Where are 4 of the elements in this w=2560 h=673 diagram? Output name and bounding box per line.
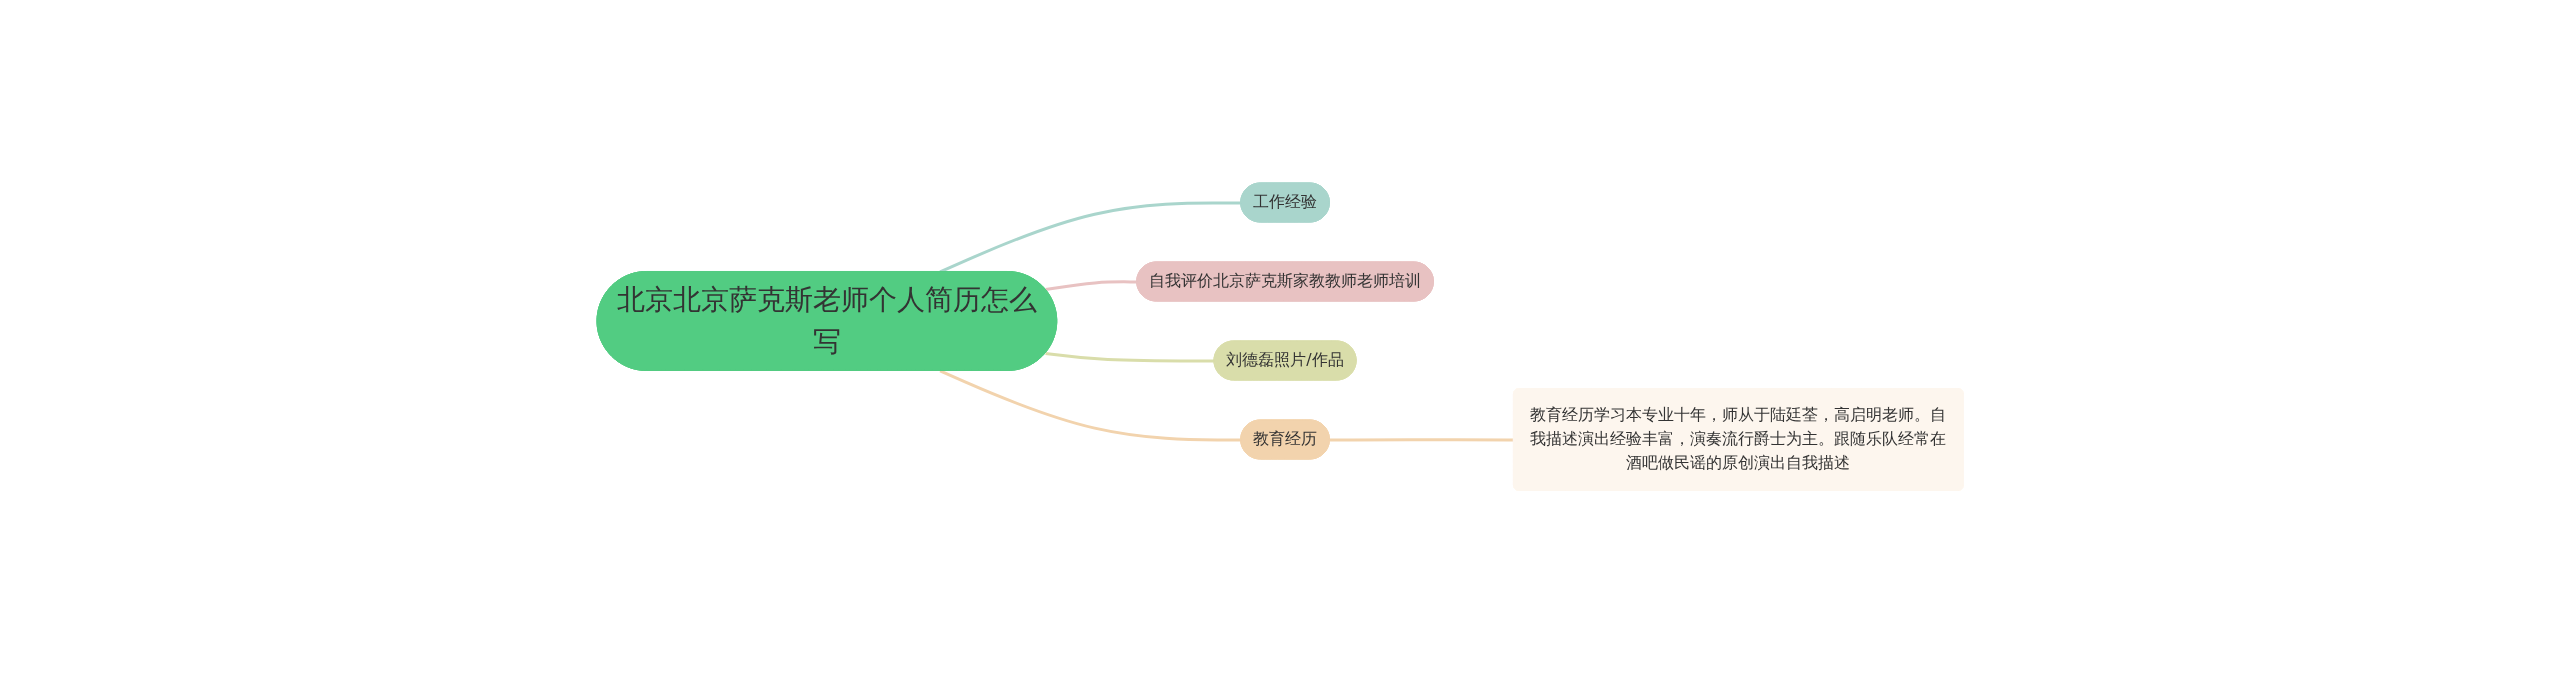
connector <box>1329 437 1514 442</box>
connector <box>1045 280 1137 291</box>
connector <box>939 369 1241 442</box>
connector <box>1045 351 1215 363</box>
